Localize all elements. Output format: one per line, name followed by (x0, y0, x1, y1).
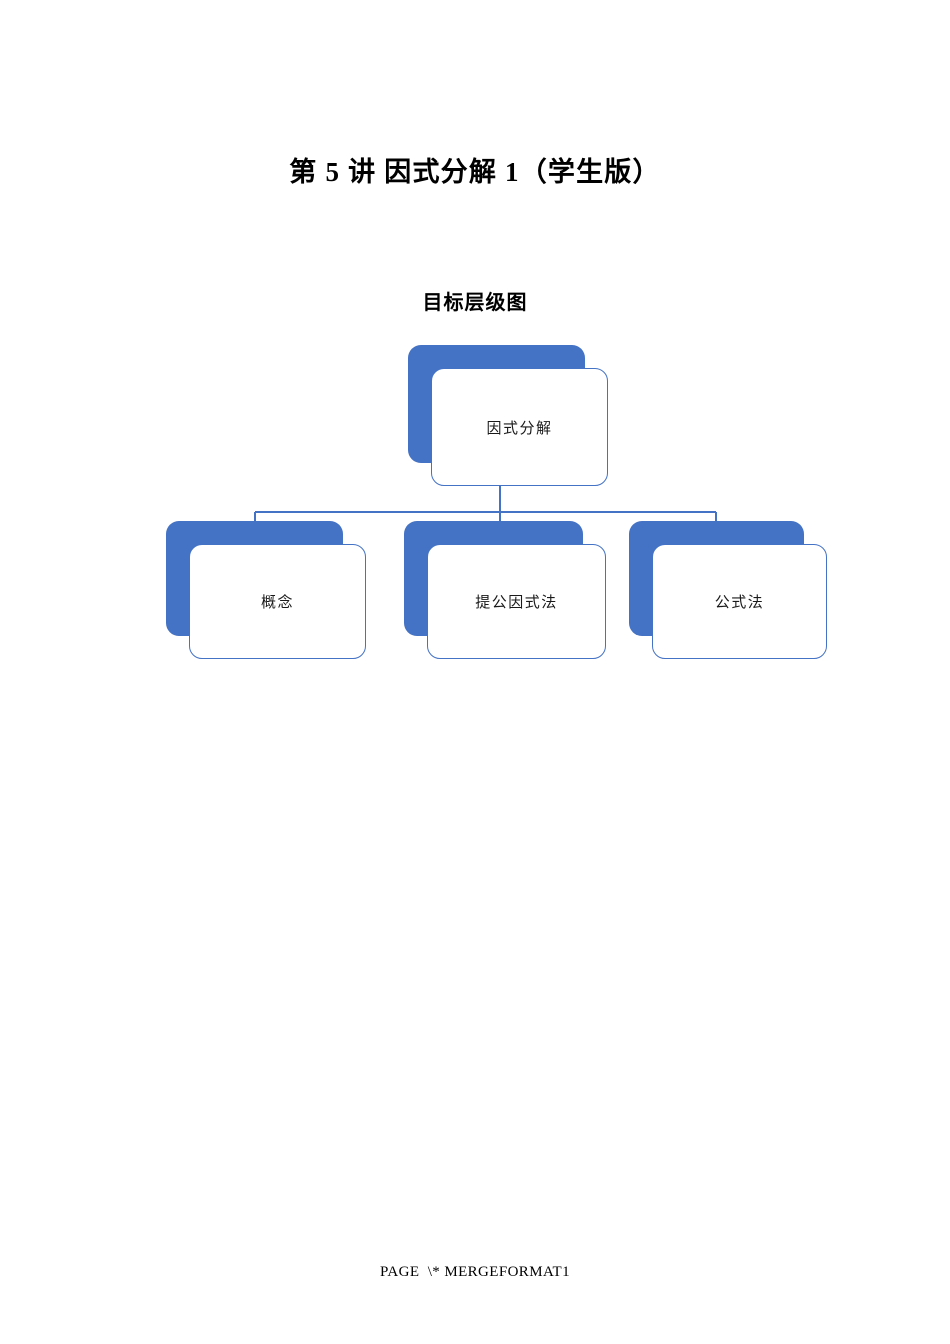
node-face: 提公因式法 (427, 544, 606, 659)
page-footer-field-code: PAGE \* MERGEFORMAT1 (380, 1264, 570, 1280)
section-heading-objective-hierarchy: 目标层级图 (422, 292, 528, 314)
page-title: 第 5 讲 因式分解 1（学生版） (289, 157, 661, 187)
node-label: 提公因式法 (475, 595, 558, 611)
diagram-node-child-formula[interactable]: 公式法 (629, 521, 827, 659)
diagram-node-child-concept[interactable]: 概念 (166, 521, 366, 659)
node-face: 公式法 (652, 544, 827, 659)
node-face: 概念 (189, 544, 366, 659)
diagram-node-child-common-factor[interactable]: 提公因式法 (404, 521, 606, 659)
node-label: 公式法 (714, 595, 765, 611)
node-face: 因式分解 (431, 368, 608, 486)
node-label: 因式分解 (486, 420, 553, 437)
diagram-node-root[interactable]: 因式分解 (408, 345, 608, 486)
node-label: 概念 (260, 595, 294, 611)
